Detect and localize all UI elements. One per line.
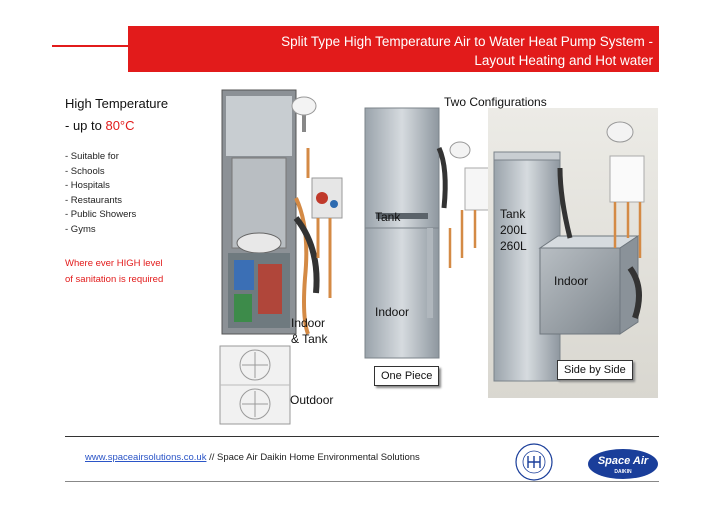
website-link[interactable]: www.spaceairsolutions.co.uk xyxy=(85,452,207,463)
tank-sizes-label: Tank 200L 260L xyxy=(500,206,527,254)
indoor-tank-label: Indoor & Tank xyxy=(291,315,327,347)
two-configurations-label: Two Configurations xyxy=(444,95,547,109)
cpd-seal-icon xyxy=(515,443,553,481)
note-line-1: Where ever HIGH level xyxy=(65,258,163,269)
list-item: - Suitable for xyxy=(65,151,119,162)
footer-tagline: // Space Air Daikin Home Environmental S… xyxy=(206,452,420,463)
tank-sizes-line-2: 200L xyxy=(500,223,527,237)
list-item: - Gyms xyxy=(65,223,96,235)
outdoor-label: Outdoor xyxy=(290,393,334,407)
one-piece-badge: One Piece xyxy=(374,366,440,386)
temperature-line: - up to 80°C xyxy=(65,118,135,133)
tank-sizes-line-3: 260L xyxy=(500,239,527,253)
brand-sub: DAIKIN xyxy=(614,469,632,475)
list-item: - Hospitals xyxy=(65,180,110,192)
footer-bottom-line xyxy=(65,481,659,482)
header-accent-line xyxy=(52,45,128,47)
tank-label: Tank xyxy=(375,210,401,224)
tank-sizes-line-1: Tank xyxy=(500,207,526,221)
indoor-tank-label-line-1: Indoor xyxy=(291,316,326,330)
product-image-panel: Two Configurations Indoor & Tank Outdoor… xyxy=(210,88,659,429)
temperature-value: 80°C xyxy=(105,118,135,133)
indoor-tank-unit-image xyxy=(221,89,343,335)
high-temperature-heading: High Temperature xyxy=(65,96,169,111)
list-item: - Restaurants xyxy=(65,194,123,206)
brand-name: Space Air xyxy=(597,455,649,467)
slide-title-line-1: Split Type High Temperature Air to Water… xyxy=(281,34,653,49)
footer-divider xyxy=(65,436,659,437)
note-line-2: of sanitation is required xyxy=(65,274,164,285)
bullet-list: - Suitable for - Schools - Hospitals - R… xyxy=(65,150,136,238)
footer-text: www.spaceairsolutions.co.uk // Space Air… xyxy=(85,452,420,463)
indoor-tank-label-line-2: & Tank xyxy=(291,332,328,346)
space-air-logo: Space Air DAIKIN xyxy=(588,449,658,479)
list-item: - Schools xyxy=(65,165,105,177)
outdoor-unit-image xyxy=(219,345,291,425)
indoor-side-label: Indoor xyxy=(554,274,589,288)
indoor-label: Indoor xyxy=(375,305,410,319)
side-by-side-unit-image xyxy=(488,108,658,398)
sanitation-note: Where ever HIGH level of sanitation is r… xyxy=(65,256,163,288)
side-by-side-badge: Side by Side xyxy=(557,360,633,380)
product-illustration xyxy=(219,89,658,425)
slide-title-line-2: Layout Heating and Hot water xyxy=(474,53,653,68)
list-item: - Public Showers xyxy=(65,209,137,221)
temperature-prefix: - up to xyxy=(65,118,106,133)
one-piece-unit-image xyxy=(364,107,496,359)
slide-title: Split Type High Temperature Air to Water… xyxy=(128,26,659,72)
